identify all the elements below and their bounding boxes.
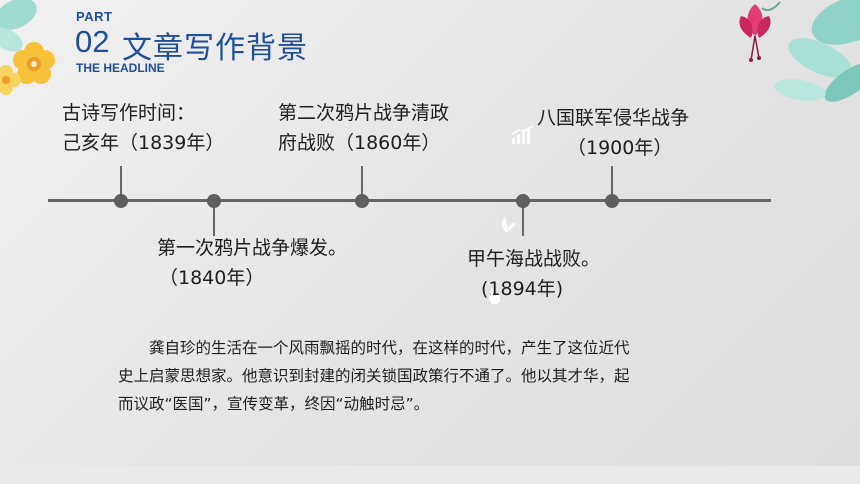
- flower-decoration-top-left-icon: [0, 0, 55, 95]
- section-number: 02: [75, 24, 110, 59]
- leaf-icon: [501, 217, 516, 233]
- hand-icon: [489, 288, 500, 304]
- timeline-event-1894: 甲午海战战败。 (1894年): [467, 244, 600, 304]
- timeline-stem: [611, 166, 613, 200]
- timeline-event-1840: 第一次鸦片战争爆发。 （1840年）: [157, 233, 347, 293]
- paragraph-line: 龚自珍的生活在一个风雨飘摇的时代，在这样的时代，产生了这位近代: [118, 339, 630, 357]
- event-line: (1894年): [481, 278, 564, 300]
- timeline-dot: [355, 194, 369, 208]
- event-line: 第一次鸦片战争爆发。: [157, 237, 348, 259]
- timeline-event-1900: 八国联军侵华战争 （1900年）: [537, 103, 689, 163]
- timeline-dot: [207, 194, 221, 208]
- timeline-dot: [516, 194, 530, 208]
- timeline-dot: [114, 194, 128, 208]
- paragraph-line: 史上启蒙思想家。他意识到封建的闭关锁国政策行不通了。他以其才华，起: [118, 367, 630, 385]
- paragraph-line: 而议政“医国”，宣传变革，终因“动触时忌”。: [118, 395, 430, 413]
- timeline-dot: [605, 194, 619, 208]
- chart-growth-icon: [511, 125, 534, 144]
- bottom-strip: [0, 466, 860, 484]
- headline-label: THE HEADLINE: [76, 61, 165, 75]
- timeline-stem: [120, 166, 122, 200]
- timeline-event-1839: 古诗写作时间： 己亥年（1839年）: [62, 98, 224, 158]
- timeline-stem: [213, 200, 215, 236]
- event-line: 第二次鸦片战争清政: [278, 102, 450, 124]
- part-label: PART: [76, 9, 113, 24]
- event-line: 甲午海战战败。: [467, 248, 601, 270]
- event-line: 府战败（1860年）: [278, 132, 441, 154]
- background-paragraph: 龚自珍的生活在一个风雨飘摇的时代，在这样的时代，产生了这位近代 史上启蒙思想家。…: [118, 334, 698, 418]
- page-title: 文章写作背景: [122, 31, 308, 66]
- timeline-axis: [48, 199, 771, 202]
- timeline-event-1860: 第二次鸦片战争清政 府战败（1860年）: [278, 98, 449, 158]
- event-line: 古诗写作时间：: [62, 102, 196, 124]
- event-line: 己亥年（1839年）: [62, 132, 225, 154]
- event-line: （1840年）: [159, 267, 265, 289]
- flower-decoration-top-right-icon: [739, 0, 860, 102]
- timeline-stem: [522, 200, 524, 236]
- event-line: （1900年）: [567, 137, 673, 159]
- timeline-stem: [361, 166, 363, 200]
- event-line: 八国联军侵华战争: [537, 107, 690, 129]
